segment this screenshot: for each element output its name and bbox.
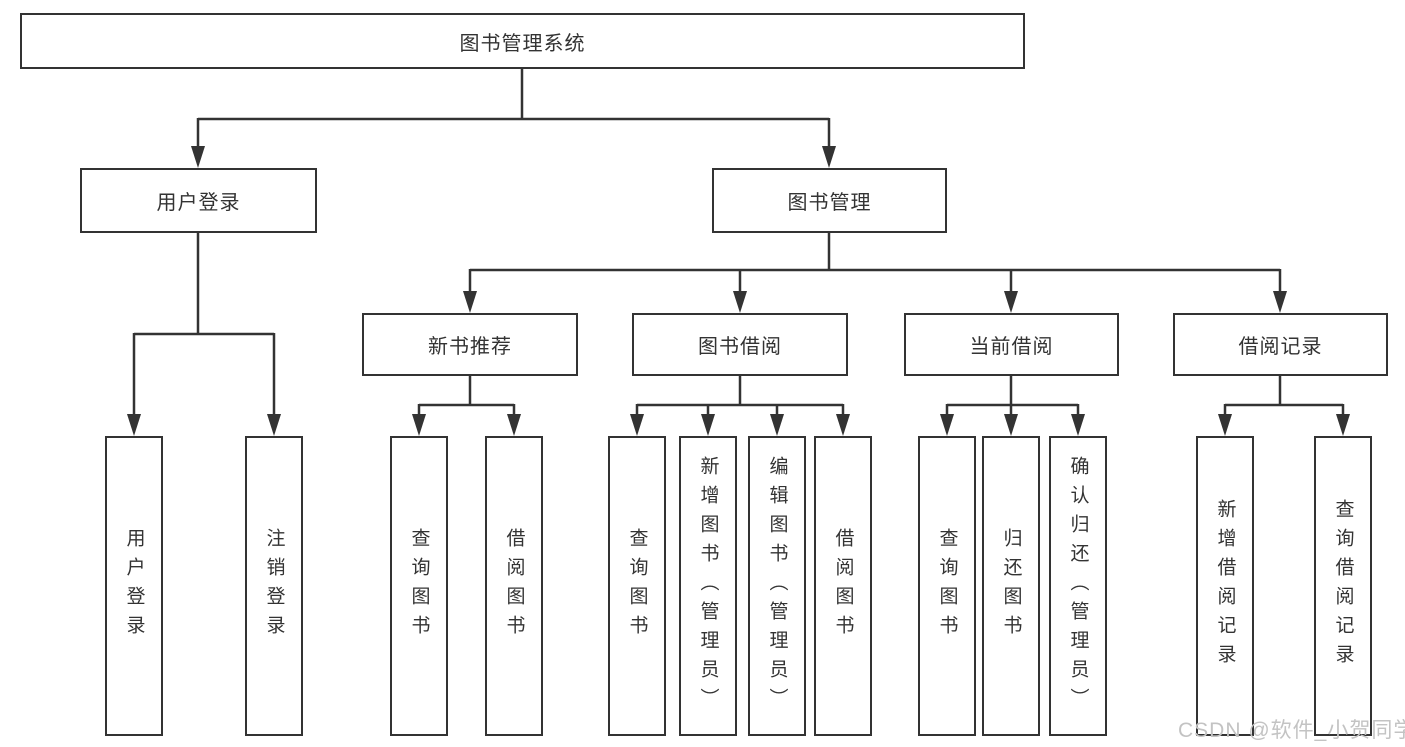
leaf-label: 新增借阅记录 — [1214, 499, 1236, 673]
leaf-query-books: 查询图书 — [918, 436, 976, 736]
csdn-watermark: CSDN @软件_小贺同学 — [1178, 719, 1405, 742]
leaf-add-borrow-record: 新增借阅记录 — [1196, 436, 1254, 736]
leaf-borrow-books: 借阅图书 — [485, 436, 543, 736]
leaf-query-books: 查询图书 — [608, 436, 666, 736]
node-book-management: 图书管理 — [712, 168, 947, 233]
node-borrowing-records: 借阅记录 — [1173, 313, 1388, 376]
node-new-book-recommendation: 新书推荐 — [362, 313, 578, 376]
node-current-borrowing: 当前借阅 — [904, 313, 1119, 376]
leaf-label: 归还图书 — [1000, 528, 1022, 644]
leaf-label: 查询图书 — [626, 528, 648, 644]
leaf-label: 编辑图书（管理员） — [766, 455, 788, 717]
leaf-confirm-return-admin: 确认归还（管理员） — [1049, 436, 1107, 736]
leaf-label: 用户登录 — [123, 528, 145, 644]
leaf-add-books-admin: 新增图书（管理员） — [679, 436, 737, 736]
leaf-label: 注销登录 — [263, 528, 285, 644]
leaf-query-borrow-record: 查询借阅记录 — [1314, 436, 1372, 736]
leaf-label: 借阅图书 — [832, 528, 854, 644]
node-root-library-system: 图书管理系统 — [20, 13, 1025, 69]
leaf-label: 借阅图书 — [503, 528, 525, 644]
leaf-query-books: 查询图书 — [390, 436, 448, 736]
leaf-label: 确认归还（管理员） — [1067, 455, 1089, 717]
leaf-label: 新增图书（管理员） — [697, 455, 719, 717]
node-book-borrowing: 图书借阅 — [632, 313, 848, 376]
leaf-edit-books-admin: 编辑图书（管理员） — [748, 436, 806, 736]
arrowheads — [127, 146, 1350, 436]
leaf-return-books: 归还图书 — [982, 436, 1040, 736]
leaf-user-login: 用户登录 — [105, 436, 163, 736]
leaf-logout: 注销登录 — [245, 436, 303, 736]
leaf-label: 查询图书 — [408, 528, 430, 644]
leaf-label: 查询图书 — [936, 528, 958, 644]
leaf-label: 查询借阅记录 — [1332, 499, 1354, 673]
node-user-login: 用户登录 — [80, 168, 317, 233]
leaf-borrow-books: 借阅图书 — [814, 436, 872, 736]
